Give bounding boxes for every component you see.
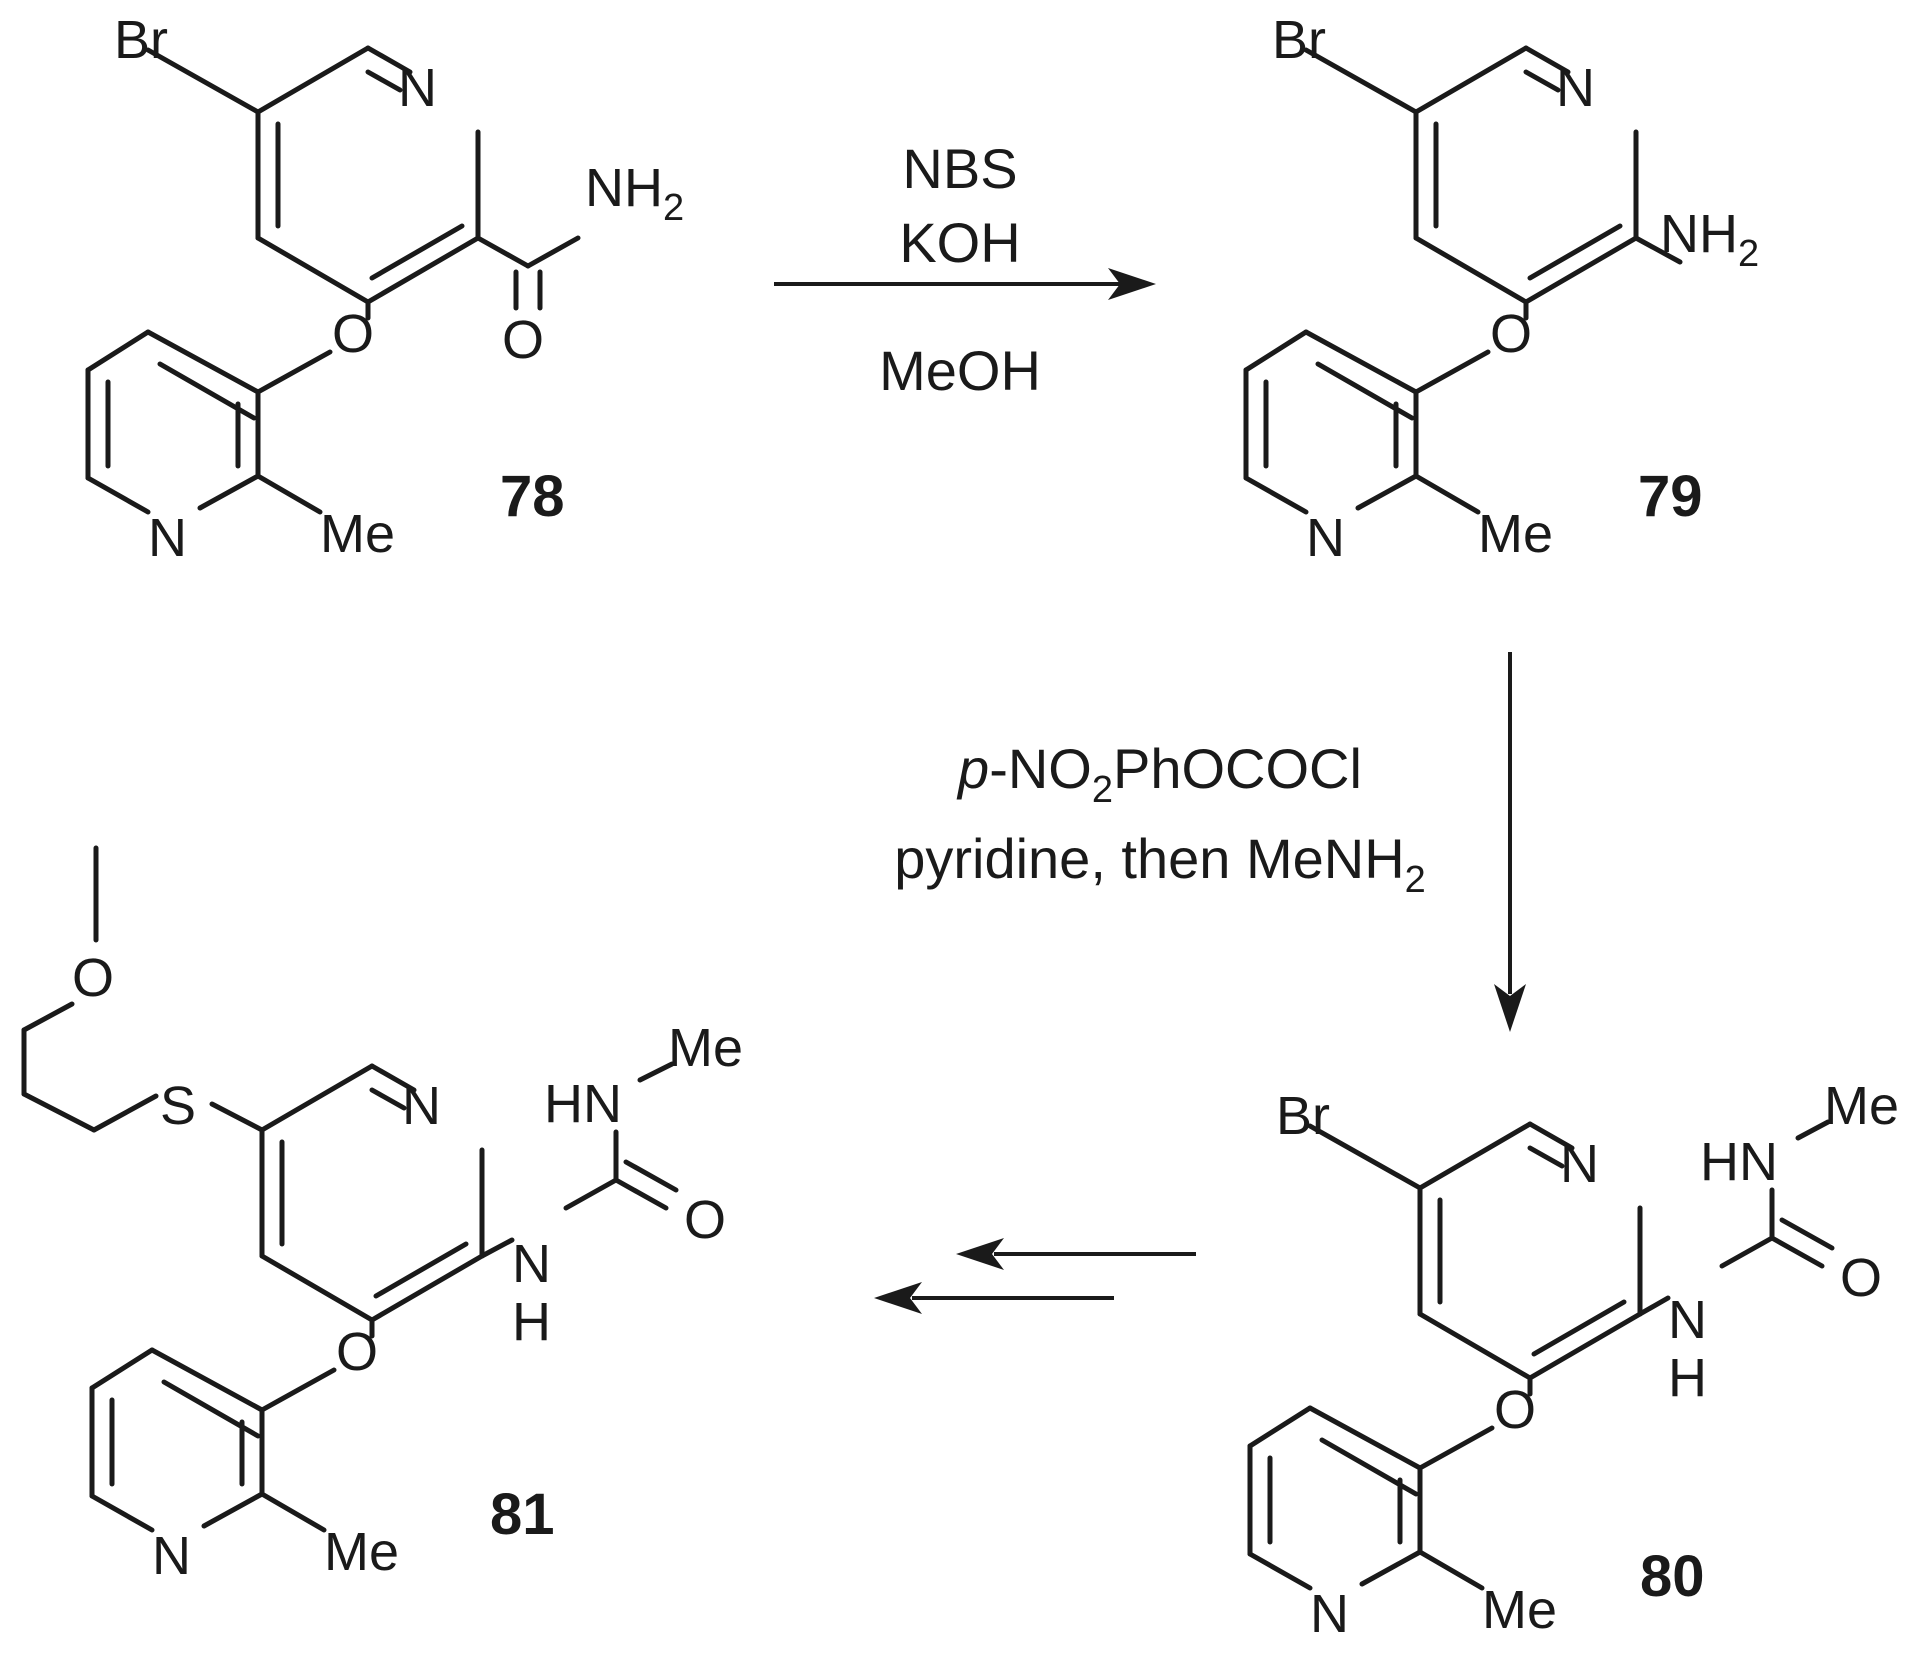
reagent-nitrophenyl-chloroformate: p-NO2PhOCOCl [956,737,1362,811]
compound-78-ring-n: N [398,58,437,118]
compound-80-urea-n: N [1668,1290,1707,1350]
compound-81-urea-o: O [684,1190,726,1250]
compound-80-ether-o: O [1494,1380,1536,1440]
compound-80-urea-o: O [1840,1248,1882,1308]
compound-81-thio: S [160,1076,196,1136]
compound-78-amide-n: NH2 [585,158,684,229]
compound-80: Br N HN Me N H O O N Me 80 [1247,1076,1899,1644]
compound-80-bromo: Br [1276,1086,1330,1146]
reaction-arrow-1: NBS KOH MeOH [774,137,1156,402]
reaction-arrow-2: p-NO2PhOCOCl pyridine, then MeNH2 [894,652,1526,1032]
compound-78: Br N NH2 O O N Me 78 [85,10,684,568]
compound-81-methyl-ring-n: N [152,1526,191,1586]
compound-81-urea-me: Me [668,1018,743,1078]
compound-79-bromo: Br [1272,10,1326,70]
reagent-koh: KOH [899,211,1020,274]
compound-81-methoxy-o: O [72,948,114,1008]
compound-81-methyl: Me [324,1522,399,1582]
compound-79-methyl-ring-n: N [1306,508,1345,568]
compound-79: Br N NH2 O N Me 79 [1243,10,1759,568]
compound-79-ring-n: N [1556,58,1595,118]
compound-78-methyl: Me [320,504,395,564]
reaction-arrow-3 [874,1238,1196,1314]
compound-81-urea-n: N [512,1234,551,1294]
compound-79-methyl: Me [1478,504,1553,564]
compound-81-number: 81 [490,1482,555,1547]
compound-81-urea-h: H [512,1292,551,1352]
compound-78-methyl-ring-n: N [148,508,187,568]
compound-79-number: 79 [1638,464,1703,529]
compound-81-urea-nh-top: HN [544,1074,622,1134]
compound-81-ring-n: N [402,1076,441,1136]
compound-78-carbonyl-o: O [502,310,544,370]
compound-80-ring-n: N [1560,1134,1599,1194]
compound-80-urea-h: H [1668,1348,1707,1408]
reagent-pyridine-methylamine: pyridine, then MeNH2 [894,827,1426,901]
compound-80-methyl: Me [1482,1580,1557,1640]
compound-78-ether-o: O [332,304,374,364]
reagent-nbs: NBS [902,137,1017,200]
compound-80-number: 80 [1640,1544,1705,1609]
reagent-meoh: MeOH [879,339,1041,402]
compound-79-amine-n: NH2 [1660,204,1759,275]
compound-78-bromo: Br [114,10,168,70]
compound-79-ether-o: O [1490,304,1532,364]
compound-80-urea-nh-top: HN [1700,1132,1778,1192]
compound-80-urea-me: Me [1824,1076,1899,1136]
compound-81-ether-o: O [336,1322,378,1382]
compound-78-number: 78 [500,464,565,529]
compound-80-methyl-ring-n: N [1310,1584,1349,1644]
compound-81: O S N HN Me N H O O N Me 81 [21,845,743,1586]
